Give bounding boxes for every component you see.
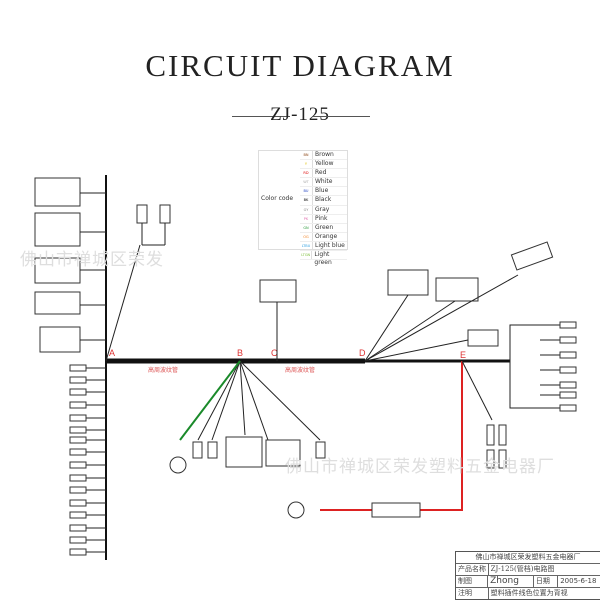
spade-terminal [69, 376, 87, 384]
color-code: Y [300, 160, 313, 169]
point-c: C [271, 348, 278, 358]
tube-label: 高周波纹管 [285, 366, 315, 374]
e-branch-wire [461, 360, 493, 421]
date-label: 日期 [534, 576, 559, 587]
color-code: OG [300, 232, 313, 241]
top-connectors [136, 204, 554, 347]
date: 2005-6-18 [558, 576, 600, 587]
spade-terminal [69, 461, 87, 469]
spade-terminal [69, 364, 87, 372]
color-code: BU [300, 187, 313, 196]
drawn-by: Zhong [488, 576, 534, 587]
color-name: Light green [314, 251, 332, 267]
green-wire [179, 360, 241, 441]
spade-terminal [69, 474, 87, 482]
spade-terminal [69, 448, 87, 456]
color-code: GY [300, 205, 313, 214]
spade-terminal [559, 381, 577, 389]
company-name: 佛山市禅城区荣发塑料五金电器厂 [456, 552, 600, 563]
color-code: WT [300, 178, 313, 187]
spade-terminal [69, 511, 87, 519]
point-b: B [237, 348, 243, 358]
point-d: D [359, 348, 366, 358]
color-name: Light blue [315, 241, 345, 249]
note-label: 注明 [456, 588, 489, 599]
point-e: E [460, 350, 466, 360]
model-name: ZJ-125 [270, 104, 330, 125]
color-code: PK [300, 214, 313, 223]
ring-terminal [287, 501, 305, 519]
spade-terminal [559, 321, 577, 329]
color-code: RD [300, 169, 313, 178]
color-name: Blue [315, 187, 329, 195]
spade-terminal [559, 351, 577, 359]
color-name: White [315, 178, 333, 186]
diagram-title: CIRCUIT DIAGRAM [145, 48, 455, 83]
left-connector-wires [80, 192, 141, 362]
spade-terminal [69, 499, 87, 507]
color-name: Orange [315, 232, 338, 240]
e-terminals [486, 424, 507, 469]
color-name: Brown [315, 151, 334, 158]
spade-terminal [69, 426, 87, 434]
red-wire [320, 361, 463, 511]
divider [312, 116, 370, 117]
color-name: Pink [315, 214, 328, 222]
spade-terminal [559, 336, 577, 344]
color-name: Black [315, 196, 332, 204]
color-name: Green [315, 223, 334, 231]
spade-terminal [69, 436, 87, 444]
right-terminals [540, 321, 577, 412]
spade-terminal [69, 548, 87, 556]
spade-terminal [559, 391, 577, 399]
spade-terminal [559, 404, 577, 412]
color-name: Red [315, 169, 327, 177]
point-a: A [109, 348, 115, 358]
color-code: BK [300, 196, 313, 205]
legend-label: Color code [261, 195, 294, 202]
color-code: BN [300, 151, 313, 160]
spade-terminal [69, 388, 87, 396]
tube-label: 高周波纹管 [148, 366, 178, 374]
product-label: 产品名称 [456, 564, 489, 575]
b-connectors [192, 436, 326, 468]
drawn-label: 制图 [456, 576, 489, 587]
note: 塑料插件线色位置为背视 [489, 588, 600, 599]
spade-terminal [69, 401, 87, 409]
color-name: Gray [315, 205, 330, 213]
divider [232, 116, 290, 117]
fuse-holder [371, 502, 421, 518]
color-code: LTBU [300, 241, 313, 251]
color-code: LTGN [300, 251, 313, 260]
spade-terminal [69, 486, 87, 494]
spade-terminal [69, 536, 87, 544]
b-branches [197, 360, 321, 441]
color-code: GN [300, 223, 313, 232]
spade-terminal [559, 366, 577, 374]
color-name: Yellow [315, 160, 334, 168]
ring-terminal [169, 456, 187, 474]
spade-terminal [69, 524, 87, 532]
spade-terminal [69, 414, 87, 422]
top-wires [141, 223, 575, 409]
left-connectors [34, 177, 81, 353]
product-name: ZJ-125(管档)电路图 [489, 564, 600, 575]
left-terminals [69, 364, 106, 556]
